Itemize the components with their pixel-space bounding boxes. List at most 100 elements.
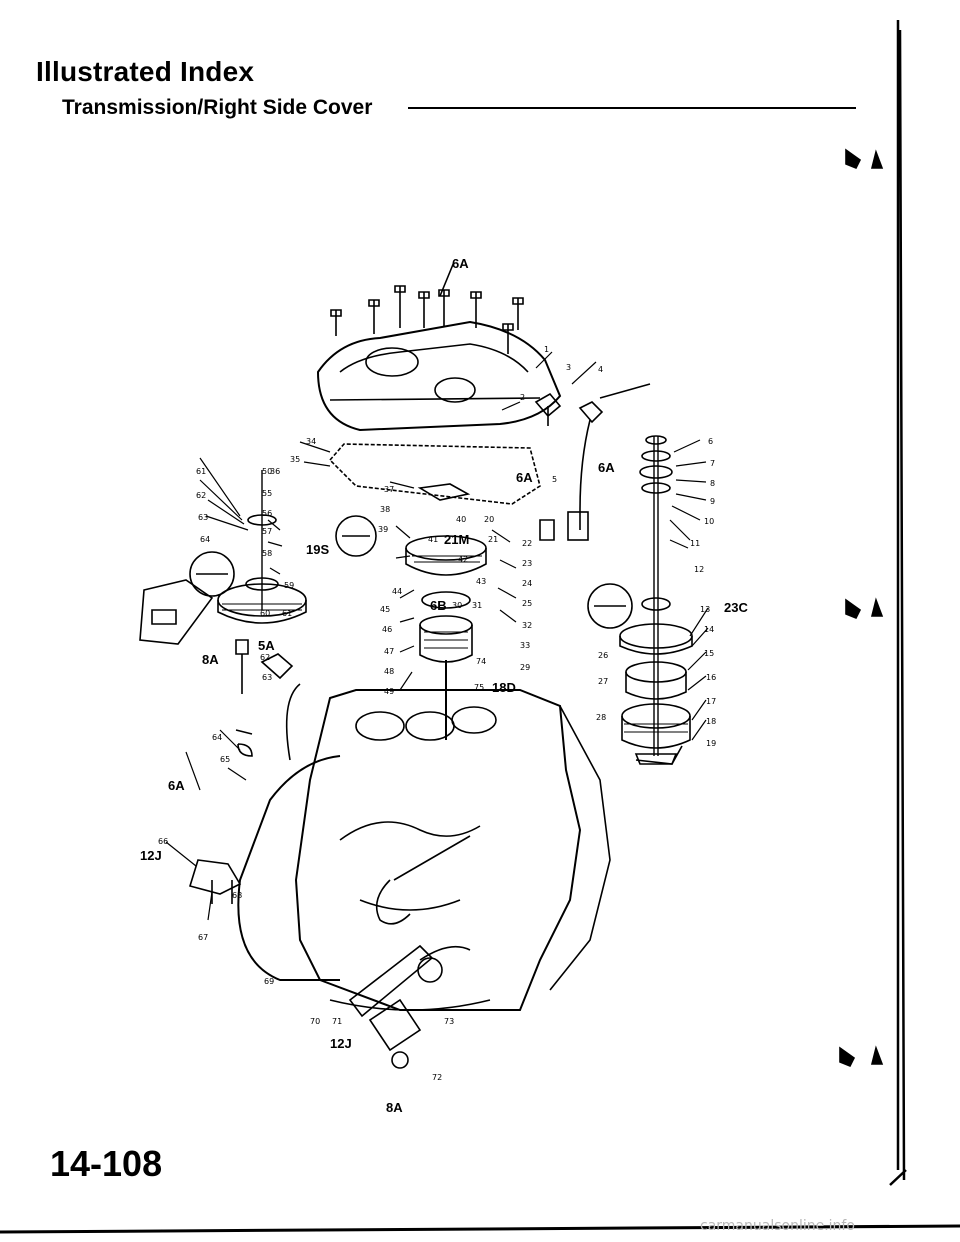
callout-61: 61	[282, 609, 292, 618]
callout-62: 62	[260, 653, 270, 662]
callout-14: 14	[704, 625, 714, 634]
callout-64: 64	[212, 733, 222, 742]
tab-mark-bottom	[839, 1045, 884, 1068]
callout-22: 22	[522, 539, 532, 548]
callout-63-left: 63	[198, 513, 208, 522]
leader-lines	[165, 351, 709, 921]
callout-20: 20	[484, 515, 494, 524]
torque-12j-bottom: 12J	[330, 1036, 352, 1051]
callout-48: 48	[384, 667, 394, 676]
callout-73: 73	[444, 1017, 454, 1026]
callout-69: 69	[264, 977, 274, 986]
callout-7: 7	[710, 459, 715, 468]
callout-50: 50	[262, 467, 272, 476]
callout-58: 58	[262, 549, 272, 558]
callout-68: 68	[232, 891, 242, 900]
torque-21m: 21M	[444, 532, 469, 547]
watermark: carmanualsonline.info	[700, 1218, 855, 1234]
torque-6a-left: 6A	[168, 778, 185, 793]
page-title: Illustrated Index	[36, 56, 255, 87]
torque-8a-left: 8A	[202, 652, 219, 667]
callout-34: 34	[306, 437, 316, 446]
speed-sensor-bottom	[348, 944, 471, 1069]
callout-8: 8	[710, 479, 715, 488]
bottom-edge-line	[0, 1224, 960, 1234]
tab-mark-middle	[845, 597, 884, 620]
callout-35: 35	[290, 455, 300, 464]
callout-1: 1	[544, 345, 549, 354]
callout-56: 56	[262, 509, 272, 518]
left-gear-assembly	[139, 470, 307, 645]
callout-43: 43	[476, 577, 486, 586]
page-number: 14-108	[50, 1143, 163, 1184]
callout-59: 59	[284, 581, 294, 590]
callout-67: 67	[198, 933, 208, 942]
torque-labels: 6A 6A 6A 21M 19S 6B 23C 5A 8A 18D 6A 12J…	[140, 256, 748, 1115]
callout-5: 5	[552, 475, 557, 484]
right-side-cover	[316, 320, 562, 432]
callout-63: 63	[262, 673, 272, 682]
callout-30: 30	[452, 601, 462, 610]
breather-tube	[237, 755, 341, 981]
torque-5a: 5A	[258, 638, 275, 653]
callout-39: 39	[378, 525, 388, 534]
callout-31: 31	[472, 601, 482, 610]
callout-61-left: 61	[196, 467, 206, 476]
tab-mark-top	[845, 148, 884, 170]
callout-33: 33	[520, 641, 530, 650]
callout-23: 23	[522, 559, 532, 568]
callout-10: 10	[704, 517, 714, 526]
callout-62-left: 62	[196, 491, 206, 500]
title-rule	[408, 107, 856, 109]
callout-13: 13	[700, 605, 710, 614]
countershaft-stack	[599, 383, 693, 765]
callout-66: 66	[158, 837, 168, 846]
callout-11: 11	[690, 539, 700, 548]
callout-45: 45	[380, 605, 390, 614]
callout-42: 42	[458, 555, 468, 564]
callout-49: 49	[384, 687, 394, 696]
callout-47: 47	[384, 647, 394, 656]
callout-19: 19	[706, 739, 716, 748]
callout-72: 72	[432, 1073, 442, 1082]
callout-2: 2	[520, 393, 525, 402]
callout-3: 3	[566, 363, 571, 372]
callout-27: 27	[598, 677, 608, 686]
callout-24: 24	[522, 579, 532, 588]
torque-6a-top: 6A	[452, 256, 469, 271]
callout-numbers: 1 2 3 4 5 6 7 8 9 10 11 12 13 14 15 16 1…	[158, 345, 716, 1082]
callout-75: 75	[474, 683, 484, 692]
callout-28: 28	[596, 713, 606, 722]
circle-icon-center	[335, 515, 377, 557]
callout-70: 70	[310, 1017, 320, 1026]
mainshaft-gear-stack	[405, 483, 487, 740]
transmission-case	[294, 689, 611, 1011]
callout-37: 37	[384, 485, 394, 494]
callout-60: 60	[260, 609, 270, 618]
callout-16: 16	[706, 673, 716, 682]
callout-71: 71	[332, 1017, 342, 1026]
torque-18d: 18D	[492, 680, 516, 695]
callout-55: 55	[262, 489, 272, 498]
torque-19s: 19S	[306, 542, 329, 557]
page-subtitle: Transmission/Right Side Cover	[62, 96, 373, 119]
circle-icon-right	[587, 583, 633, 629]
torque-6b: 6B	[430, 598, 447, 613]
callout-57: 57	[262, 527, 272, 536]
callout-17: 17	[706, 697, 716, 706]
callout-29: 29	[520, 663, 530, 672]
callout-64-left: 64	[200, 535, 210, 544]
callout-74: 74	[476, 657, 486, 666]
callout-65: 65	[220, 755, 230, 764]
torque-6a-mid: 6A	[516, 470, 533, 485]
margin-line	[889, 20, 907, 1186]
torque-8a-bottom: 8A	[386, 1100, 403, 1115]
cover-bolts	[330, 261, 524, 354]
callout-18: 18	[706, 717, 716, 726]
torque-23c: 23C	[724, 600, 748, 615]
callout-38: 38	[380, 505, 390, 514]
callout-26: 26	[598, 651, 608, 660]
callout-4: 4	[598, 365, 603, 374]
torque-6a-sensor: 6A	[598, 460, 615, 475]
shift-lever-parts	[188, 639, 294, 904]
